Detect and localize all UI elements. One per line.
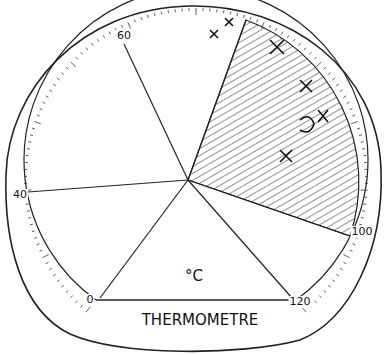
scale-number: 120 — [289, 296, 312, 308]
hatched-sector — [188, 20, 359, 236]
dial-arc — [24, 0, 368, 300]
scale-number: 0 — [86, 294, 95, 306]
scale-number: 60 — [116, 30, 132, 42]
dial-title: THERMOMETRE — [141, 312, 260, 329]
scale-ticks — [24, 8, 368, 312]
spokes — [28, 20, 350, 298]
unit-label: °C — [184, 268, 204, 285]
outer-outline — [6, 6, 381, 351]
chord — [96, 299, 296, 300]
scribble-marks — [210, 18, 328, 162]
scale-number: 100 — [351, 226, 374, 238]
scale-number: 40 — [12, 189, 28, 201]
